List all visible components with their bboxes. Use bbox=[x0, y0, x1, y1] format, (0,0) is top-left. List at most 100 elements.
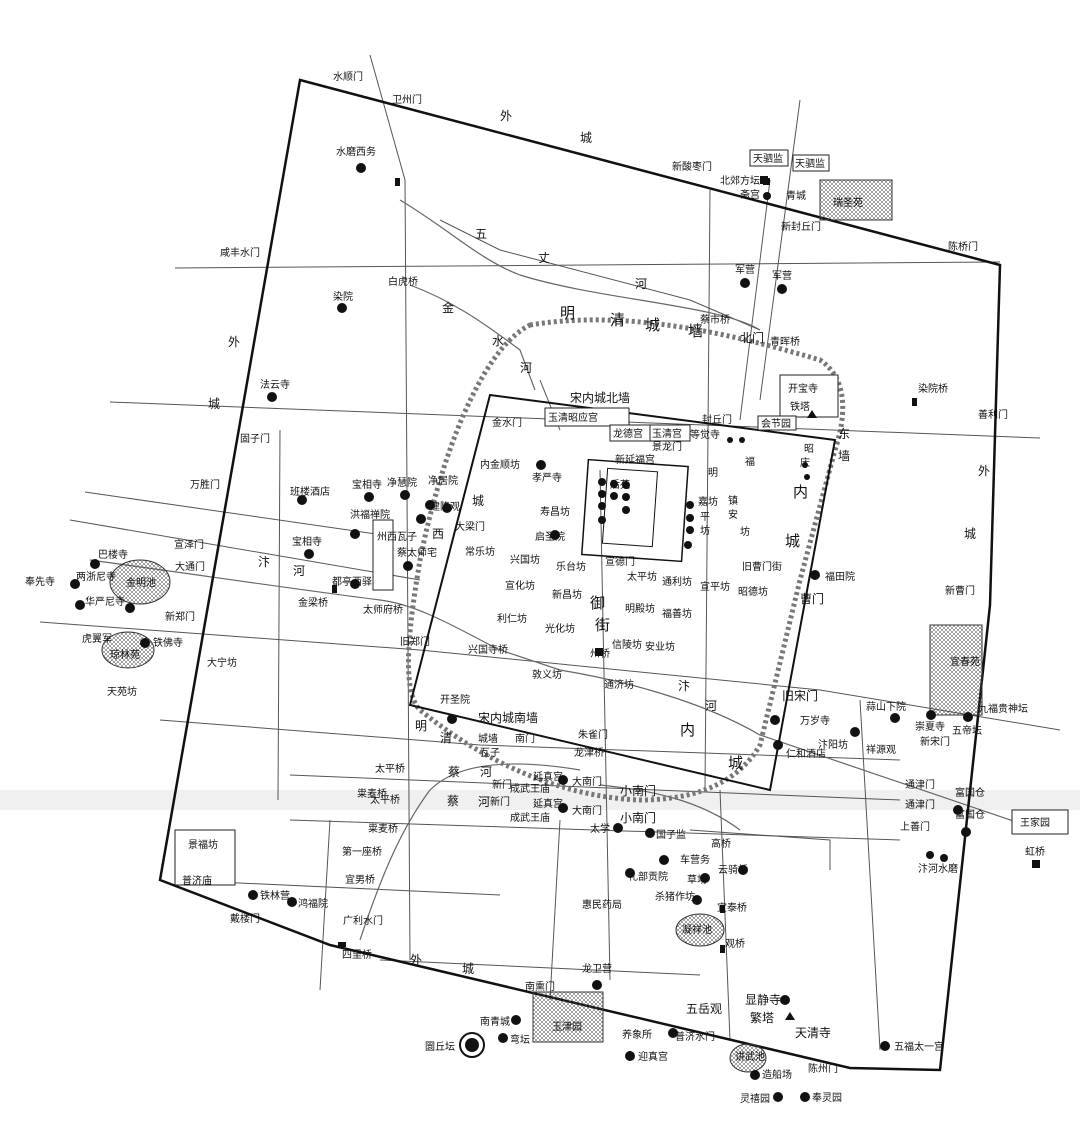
label: 军营 bbox=[735, 263, 755, 276]
label: 城 bbox=[462, 962, 474, 976]
tianjiu-box-1 bbox=[749, 149, 789, 167]
label: 城 bbox=[645, 316, 660, 334]
label: 青晖桥 bbox=[770, 335, 800, 348]
label: 铁林营 bbox=[260, 889, 290, 902]
imperial-palace bbox=[580, 458, 689, 563]
yuqing-zhaoying-box bbox=[544, 407, 630, 427]
label: 宝相寺 bbox=[292, 535, 322, 548]
label: 新郑门 bbox=[165, 610, 195, 623]
label: 咸丰水门 bbox=[220, 246, 260, 259]
label: 城 bbox=[728, 754, 743, 772]
label: 南熏门 bbox=[525, 980, 555, 993]
label: 敦义坊 bbox=[532, 668, 562, 681]
label: 太平桥 bbox=[370, 793, 400, 806]
label: 太平桥 bbox=[375, 762, 405, 775]
label: 乐台坊 bbox=[556, 560, 586, 573]
road-network bbox=[39, 54, 1061, 1051]
label: 河 bbox=[478, 795, 490, 809]
label: 巴楼寺 bbox=[98, 548, 128, 561]
label: 五帝坛 bbox=[952, 724, 982, 737]
yujin-garden bbox=[532, 991, 604, 1043]
label: 龙德宫 bbox=[613, 427, 643, 440]
label: 东 bbox=[838, 427, 850, 441]
label: 法云寺 bbox=[260, 378, 290, 391]
label: 造船场 bbox=[762, 1068, 792, 1081]
label: 普济水门 bbox=[675, 1030, 715, 1043]
label: 金梁桥 bbox=[298, 596, 328, 609]
label: 固子门 bbox=[240, 432, 270, 445]
label: 嘉坊 bbox=[698, 495, 718, 508]
label: 成武王庙 bbox=[510, 782, 550, 795]
label: 龙津桥 bbox=[574, 746, 604, 759]
label: 水顺门 bbox=[333, 70, 363, 83]
label: 小南门 bbox=[620, 810, 656, 825]
label: 内金顺坊 bbox=[480, 458, 520, 471]
label: 五 bbox=[475, 227, 487, 241]
label: 河 bbox=[480, 765, 492, 779]
label: 广利水门 bbox=[343, 914, 383, 927]
label: 天苑坊 bbox=[107, 685, 137, 698]
label: 小南门 bbox=[620, 783, 656, 798]
label: 净居院 bbox=[428, 474, 458, 487]
label: 陈桥门 bbox=[948, 240, 978, 253]
label: 南门 bbox=[515, 732, 535, 745]
label: 利仁坊 bbox=[497, 612, 527, 625]
label: 粜麦桥 bbox=[357, 788, 387, 800]
label: 养象所 bbox=[622, 1028, 652, 1041]
label: 铁塔 bbox=[790, 400, 810, 413]
tieta-triangle bbox=[807, 410, 817, 418]
label: 明殿坊 bbox=[625, 602, 655, 615]
huijie-box bbox=[757, 415, 797, 431]
label: 宣化坊 bbox=[505, 579, 535, 592]
label: 王家园 bbox=[1020, 816, 1050, 829]
label: 太平坊 bbox=[627, 570, 657, 583]
label: 外 bbox=[228, 335, 240, 349]
ningxiang-pool bbox=[675, 913, 725, 947]
label: 观桥 bbox=[725, 938, 745, 950]
wangjia-box bbox=[1011, 809, 1069, 835]
label: 会节园 bbox=[761, 417, 791, 430]
tianjiu-box-2 bbox=[792, 154, 830, 172]
label: 明 bbox=[415, 719, 427, 733]
label: 草场 bbox=[687, 873, 707, 886]
label: 封丘门 bbox=[702, 413, 732, 426]
label: 州桥 bbox=[590, 648, 610, 660]
label: 第一座桥 bbox=[342, 845, 382, 858]
label: 天清寺 bbox=[795, 1026, 831, 1040]
label: 龙卫营 bbox=[582, 962, 612, 975]
label: 金明池 bbox=[126, 576, 156, 589]
label: 玉津园 bbox=[552, 1021, 582, 1033]
label: 城墙 bbox=[478, 732, 498, 745]
label: 福善坊 bbox=[662, 607, 692, 620]
label: 宜春苑 bbox=[950, 655, 980, 668]
label: 高桥 bbox=[711, 837, 731, 850]
label: 迎真宫 bbox=[638, 1050, 668, 1063]
label: 善利门 bbox=[978, 408, 1008, 421]
label: 水 bbox=[492, 334, 504, 348]
label: 兴国寺桥 bbox=[468, 644, 508, 656]
label: 瓦子 bbox=[480, 747, 500, 759]
label: 大通门 bbox=[175, 560, 205, 573]
label: 景福坊 bbox=[188, 838, 218, 851]
label: 城 bbox=[964, 527, 976, 541]
gate-markers bbox=[332, 176, 1040, 953]
label: 御 bbox=[590, 594, 605, 612]
label: 宜男桥 bbox=[345, 873, 375, 886]
label: 讲武池 bbox=[735, 1050, 765, 1063]
label: 街 bbox=[595, 616, 610, 634]
label: 丈 bbox=[538, 251, 550, 265]
label: 凝祥池 bbox=[682, 923, 712, 936]
label: 虎翼军 bbox=[82, 633, 112, 645]
label: 戴楼门 bbox=[230, 912, 260, 925]
label: 杀猪作坊 bbox=[655, 890, 695, 903]
label: 奉先寺 bbox=[25, 575, 55, 588]
label: 宣泽门 bbox=[174, 538, 204, 551]
label: 旧曹门街 bbox=[742, 560, 782, 573]
zhouxi-box bbox=[372, 519, 394, 591]
label: 九福贵神坛 bbox=[978, 702, 1028, 715]
label: 金水门 bbox=[492, 416, 522, 429]
label: 信陵坊 bbox=[612, 638, 642, 651]
song-inner-city-wall bbox=[408, 393, 837, 792]
jinming-pool bbox=[109, 559, 171, 605]
label: 延真宫 bbox=[533, 770, 563, 783]
